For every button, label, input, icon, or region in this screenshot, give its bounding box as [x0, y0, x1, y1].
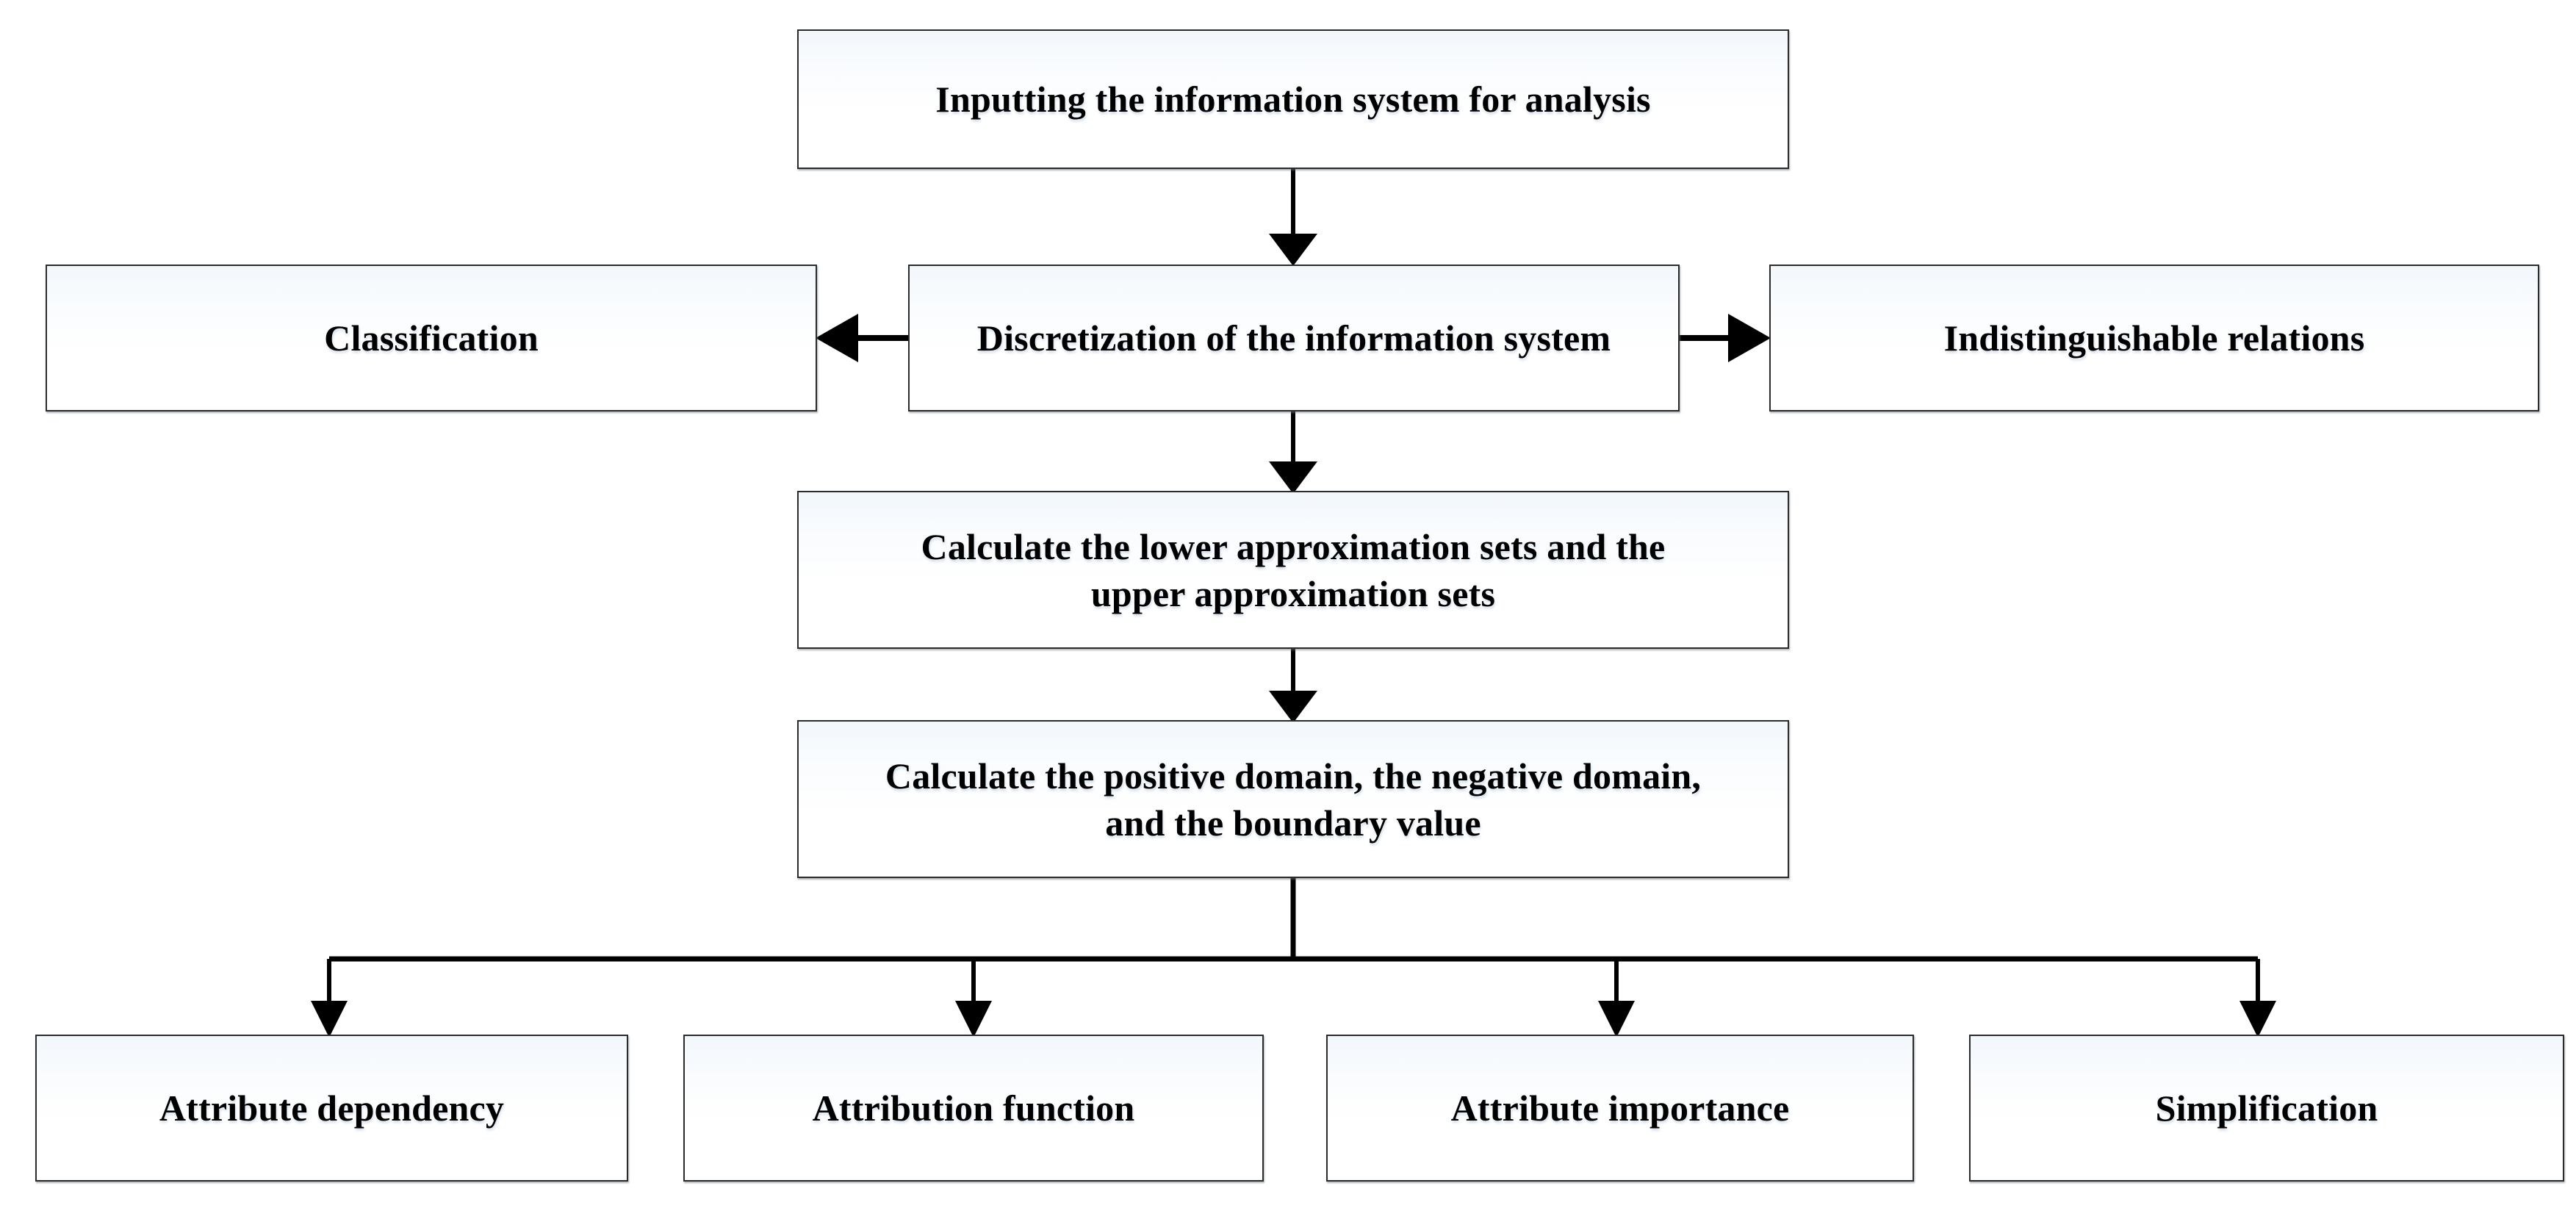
node-discretization[interactable]: Discretization of the information system: [908, 265, 1680, 411]
connector-input-to-discretization: [1269, 169, 1317, 266]
connector-domains-to-attribute-importance: [1598, 959, 1635, 1038]
connector-discretization-to-classification: [816, 314, 908, 362]
node-domains-boundary-label: Calculate the positive domain, the negat…: [885, 755, 1702, 844]
node-indistinguishable-relations[interactable]: Indistinguishable relations: [1769, 265, 2539, 411]
node-attribution-function-label: Attribution function: [812, 1087, 1135, 1129]
node-attribute-importance-label: Attribute importance: [1450, 1087, 1790, 1129]
node-simplification[interactable]: Simplification: [1969, 1035, 2564, 1182]
node-approximation-sets[interactable]: Calculate the lower approximation sets a…: [797, 491, 1789, 649]
node-classification-label: Classification: [324, 317, 539, 359]
node-attribute-importance[interactable]: Attribute importance: [1326, 1035, 1914, 1182]
node-attribute-dependency-label: Attribute dependency: [159, 1087, 505, 1129]
node-approximation-sets-label: Calculate the lower approximation sets a…: [921, 525, 1666, 614]
connector-domains-to-attribute-dependency: [311, 959, 348, 1038]
node-domains-boundary[interactable]: Calculate the positive domain, the negat…: [797, 720, 1789, 878]
connector-discretization-to-approximation: [1269, 411, 1317, 494]
node-attribute-dependency[interactable]: Attribute dependency: [35, 1035, 628, 1182]
connector-approximation-to-domains: [1269, 649, 1317, 723]
node-discretization-label: Discretization of the information system: [976, 317, 1611, 359]
node-simplification-label: Simplification: [2155, 1087, 2378, 1129]
connector-domains-to-attribution-function: [955, 959, 992, 1038]
node-attribution-function[interactable]: Attribution function: [683, 1035, 1264, 1182]
node-classification[interactable]: Classification: [46, 265, 817, 411]
connector-branch-bus: [329, 878, 2258, 962]
node-input[interactable]: Inputting the information system for ana…: [797, 29, 1789, 169]
node-indistinguishable-relations-label: Indistinguishable relations: [1943, 317, 2365, 359]
node-input-label: Inputting the information system for ana…: [935, 79, 1651, 120]
connector-domains-to-simplification: [2239, 959, 2276, 1038]
connector-discretization-to-indistinguishable: [1680, 314, 1771, 362]
